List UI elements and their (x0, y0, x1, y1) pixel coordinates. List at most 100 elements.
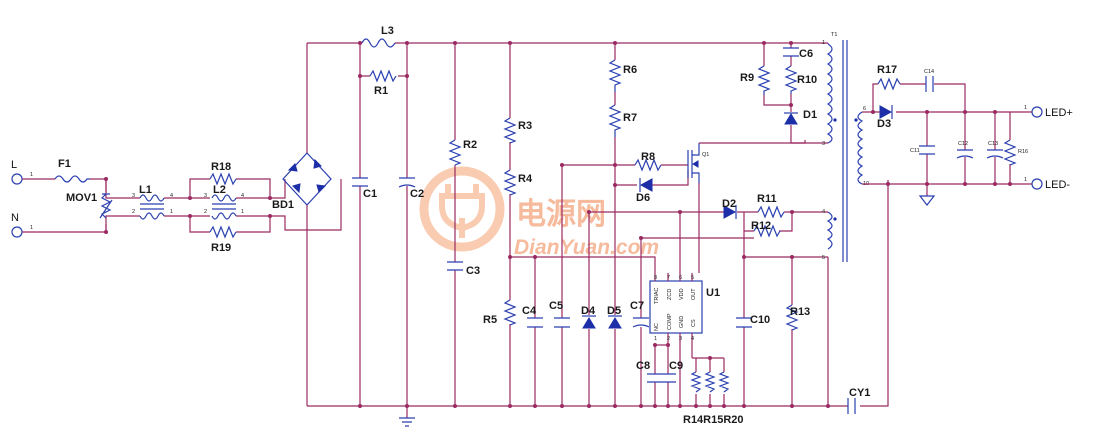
t1-secondary (857, 111, 864, 185)
t1-primary (826, 43, 833, 144)
resistor-r9 (757, 65, 771, 95)
watermark: 电源网 DianYuan.com (419, 166, 659, 259)
resistor-r10 (784, 65, 798, 94)
svg-text:2: 2 (132, 209, 135, 215)
label-d5: D5 (607, 305, 621, 317)
output-section: R17 C14 D3 C11 C12 C13 R16 1 1 (862, 64, 1073, 206)
label-r19: R19 (211, 242, 231, 254)
t1-core (842, 40, 848, 262)
label-d2: D2 (722, 198, 736, 210)
label-r4: R4 (518, 173, 533, 185)
capacitor-cy1 (847, 398, 856, 414)
rail-wires (307, 42, 889, 407)
mosfet-q1: Q1 (687, 140, 806, 273)
choke-l1 (139, 194, 165, 220)
pin-cs: CS (691, 319, 697, 327)
pin-nc: NC (654, 323, 660, 331)
label-d1: D1 (803, 109, 817, 121)
capacitor-c11 (919, 145, 935, 155)
connector-led-minus (1031, 178, 1043, 190)
svg-text:1: 1 (30, 172, 33, 178)
svg-text:1: 1 (30, 225, 33, 231)
label-c3: C3 (466, 265, 480, 277)
svg-text:1: 1 (241, 209, 244, 215)
ic-u1: 8 7 6 5 1 2 3 4 TRIAC ZCD VDD OUT NC COM… (649, 273, 720, 406)
label-r5: R5 (483, 314, 497, 326)
t1-aux (826, 211, 833, 250)
resistor-r1 (369, 69, 397, 83)
capacitor-c8-c9 (647, 373, 676, 383)
svg-text:3: 3 (204, 193, 207, 199)
watermark-en: DianYuan.com (514, 236, 659, 259)
pin-comp: COMP (667, 313, 673, 330)
svg-text:8: 8 (654, 275, 657, 281)
label-l: L (11, 159, 17, 171)
label-r11: R11 (757, 193, 777, 205)
varistor-mov1 (99, 193, 113, 219)
label-led-plus: LED+ (1045, 107, 1073, 119)
capacitor-c4 (527, 317, 543, 328)
label-d4: D4 (581, 305, 596, 317)
connector-n (11, 226, 23, 238)
label-c9: C9 (669, 360, 683, 372)
capacitor-c6 (783, 47, 799, 57)
capacitor-c14 (925, 76, 934, 92)
label-r7: R7 (623, 112, 637, 124)
label-n: N (11, 212, 19, 224)
bridge-diodes (287, 158, 327, 194)
label-c8: C8 (636, 360, 650, 372)
svg-text:3: 3 (822, 141, 825, 147)
svg-text:7: 7 (667, 275, 670, 281)
diode-d6 (639, 178, 653, 192)
ic-body (649, 280, 703, 334)
watermark-cn: 电源网 (516, 197, 606, 232)
label-r17: R17 (877, 64, 897, 76)
label-d6: D6 (636, 192, 650, 204)
ground-icon (918, 195, 936, 206)
svg-text:1: 1 (1024, 105, 1027, 111)
label-c13: C13 (988, 141, 998, 147)
pin-gnd: GND (679, 316, 685, 328)
resistor-r12 (753, 224, 781, 238)
label-led-minus: LED- (1045, 179, 1070, 191)
label-r2: R2 (463, 139, 477, 151)
label-c11: C11 (910, 148, 920, 154)
capacitor-c10 (736, 317, 752, 328)
input-section: L N 1 1 F1 MOV1 L1 3 2 4 1 R18 R19 L2 3 … (11, 158, 272, 254)
label-l3: L3 (381, 25, 394, 37)
capacitor-c5 (554, 317, 570, 328)
svg-text:5: 5 (691, 275, 694, 281)
resistor-r6 (608, 59, 622, 92)
label-c2: C2 (410, 188, 424, 200)
capacitor-c1 (352, 177, 368, 187)
resistor-r3 (503, 117, 517, 144)
resistor-r13 (785, 304, 799, 331)
resistor-r19 (209, 225, 237, 239)
label-l1: L1 (139, 184, 152, 196)
zener-d5 (608, 317, 622, 329)
zener-d4 (582, 317, 596, 329)
capacitor-c13 (986, 149, 1004, 159)
svg-text:4: 4 (691, 336, 694, 342)
label-q1: Q1 (702, 152, 709, 158)
resistor-r2 (448, 139, 462, 166)
label-d3: D3 (877, 118, 891, 130)
transformer-t1: T1 1 3 4 5 6 10 (822, 32, 869, 262)
resistor-r4 (503, 169, 517, 196)
pin-zcd: ZCD (667, 289, 673, 300)
resistor-r5 (503, 299, 517, 326)
choke-l2 (211, 194, 237, 220)
diode-d3 (879, 105, 893, 119)
bridge-rectifier-outline (282, 152, 332, 206)
resistor-r16 (1003, 139, 1017, 166)
label-c5: C5 (549, 300, 563, 312)
svg-text:6: 6 (863, 106, 866, 112)
resistor-r8 (634, 158, 662, 172)
pin-triac: TRIAC (654, 287, 660, 304)
label-c12: C12 (958, 141, 968, 147)
label-l2: L2 (213, 184, 226, 196)
svg-text:1: 1 (822, 40, 825, 46)
label-r14-r15-r20: R14R15R20 (683, 414, 744, 426)
inductor-l3 (361, 38, 396, 48)
